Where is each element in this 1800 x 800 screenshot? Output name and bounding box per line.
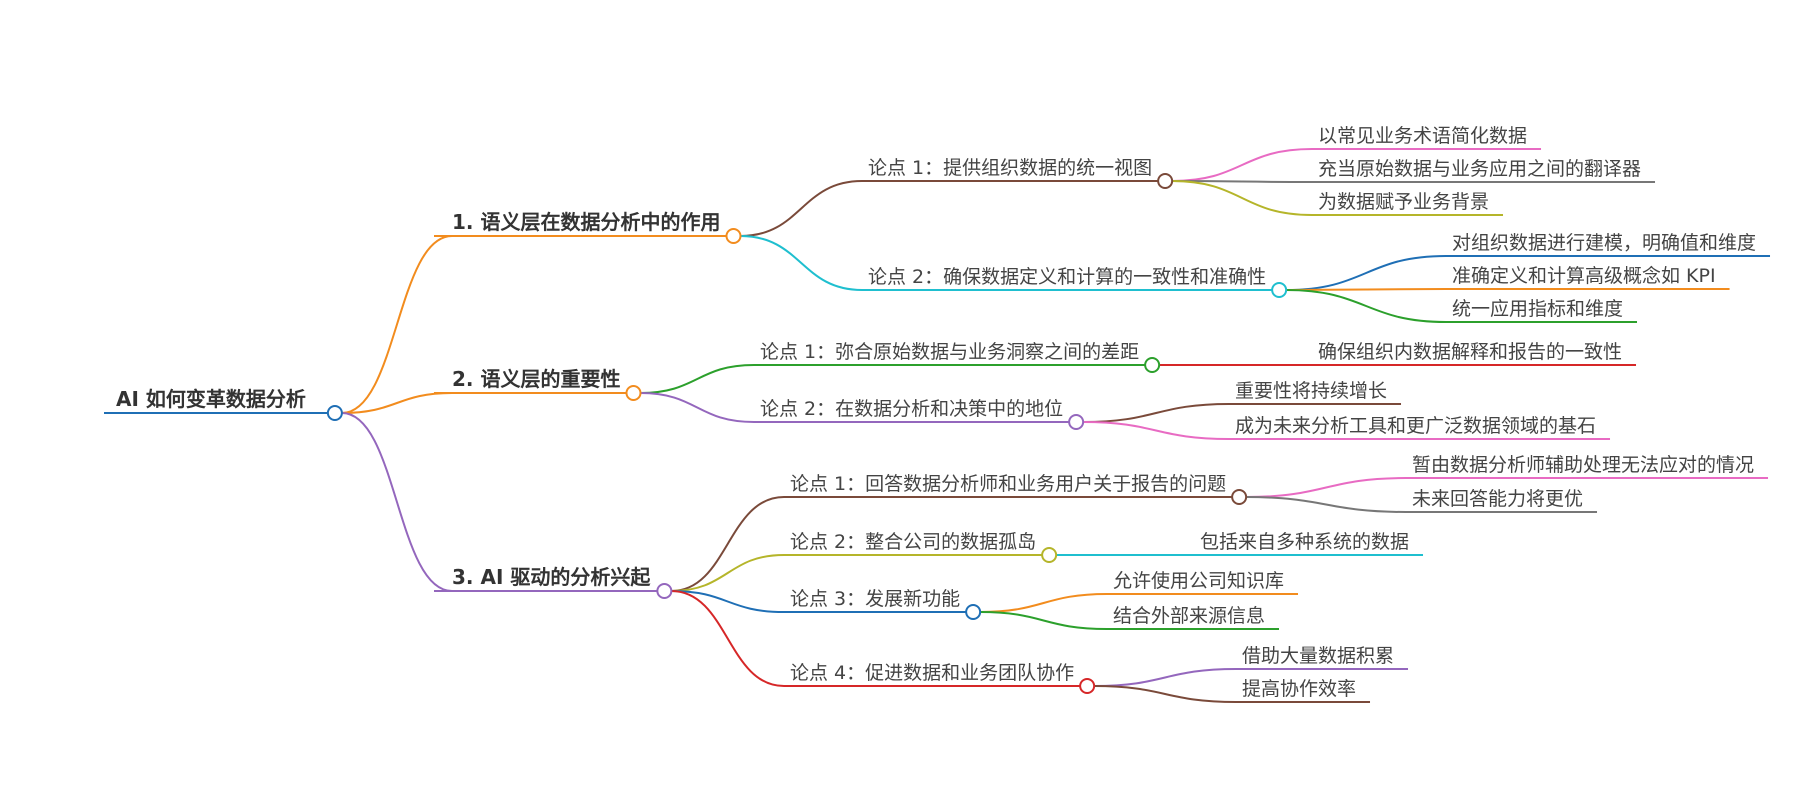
topic-1-label: 1. 语义层在数据分析中的作用 — [452, 210, 720, 234]
detail-3-4-1-label: 借助大量数据积累 — [1242, 645, 1394, 667]
detail-1-2-2-label: 准确定义和计算高级概念如 KPI — [1452, 264, 1716, 287]
branch-line-2-2-1 — [1083, 403, 1230, 423]
branch-line-3-1 — [671, 496, 785, 592]
branch-line-3-4-1 — [1094, 668, 1237, 687]
argument-3-1-collapse-toggle[interactable] — [1231, 489, 1248, 505]
branch-line-2 — [341, 392, 453, 414]
argument-2-1-collapse-toggle[interactable] — [1144, 357, 1161, 373]
argument-3-3-label: 论点 3：发展新功能 — [790, 588, 960, 610]
detail-2-2-1-label: 重要性将持续增长 — [1235, 380, 1387, 402]
detail-1-1-2-label: 充当原始数据与业务应用之间的翻译器 — [1318, 158, 1641, 180]
detail-1-2-3-label: 统一应用指标和维度 — [1452, 298, 1623, 320]
branch-line-1-1-3 — [1172, 180, 1313, 216]
argument-1-2-label: 论点 2：确保数据定义和计算的一致性和准确性 — [868, 266, 1266, 288]
argument-1-2-collapse-toggle[interactable] — [1271, 282, 1288, 298]
branch-line-1-2-1 — [1286, 255, 1447, 291]
branch-line-1-2 — [740, 235, 863, 291]
topic-1-collapse-toggle[interactable] — [725, 228, 742, 244]
root-node-collapse-toggle[interactable] — [326, 405, 343, 421]
branch-line-3-1-1 — [1246, 477, 1407, 498]
argument-2-2-collapse-toggle[interactable] — [1068, 414, 1085, 430]
branch-line-2-2-2 — [1083, 421, 1230, 440]
branch-line-1-1 — [740, 180, 863, 237]
branch-line-1-1-1 — [1172, 148, 1313, 182]
argument-3-1-label: 论点 1：回答数据分析师和业务用户关于报告的问题 — [790, 473, 1226, 495]
detail-3-1-1-label: 暂由数据分析师辅助处理无法应对的情况 — [1412, 454, 1754, 476]
branch-line-2-2 — [640, 392, 755, 423]
branch-line-3-3-1 — [980, 593, 1108, 613]
branch-line-3-2 — [671, 554, 785, 592]
topic-3-label: 3. AI 驱动的分析兴起 — [452, 565, 651, 589]
branch-line-1 — [341, 235, 453, 414]
branch-line-3-3 — [671, 590, 785, 613]
mindmap-nodes: AI 如何变革数据分析 1. 语义层在数据分析中的作用 论点 1：提供组织数据的统一… — [104, 125, 1771, 703]
branch-line-3-3-2 — [980, 611, 1108, 630]
argument-3-4-label: 论点 4：促进数据和业务团队协作 — [790, 662, 1074, 684]
root-node-label: AI 如何变革数据分析 — [116, 387, 306, 411]
detail-1-1-3-label: 为数据赋予业务背景 — [1318, 191, 1489, 213]
argument-3-4-collapse-toggle[interactable] — [1079, 678, 1096, 694]
detail-1-1-1-label: 以常见业务术语简化数据 — [1318, 125, 1527, 147]
detail-3-3-2-label: 结合外部来源信息 — [1113, 605, 1265, 627]
detail-3-3-1-label: 允许使用公司知识库 — [1113, 570, 1284, 592]
argument-3-2-label: 论点 2：整合公司的数据孤岛 — [790, 531, 1036, 553]
detail-3-4-2-label: 提高协作效率 — [1242, 678, 1356, 700]
topic-2-collapse-toggle[interactable] — [625, 385, 642, 401]
detail-3-1-2-label: 未来回答能力将更优 — [1412, 488, 1583, 510]
detail-3-2-1-label: 包括来自多种系统的数据 — [1200, 531, 1409, 553]
branch-line-3 — [341, 412, 453, 592]
branch-line-1-1-2 — [1172, 180, 1313, 183]
argument-3-3-collapse-toggle[interactable] — [965, 604, 982, 620]
branch-line-3-4 — [671, 590, 785, 687]
argument-1-1-label: 论点 1：提供组织数据的统一视图 — [868, 157, 1152, 179]
branch-line-3-1-2 — [1246, 496, 1407, 513]
argument-2-2-label: 论点 2：在数据分析和决策中的地位 — [760, 398, 1063, 420]
argument-3-2-collapse-toggle[interactable] — [1041, 547, 1058, 563]
branch-line-1-2-3 — [1286, 289, 1447, 323]
argument-1-1-collapse-toggle[interactable] — [1157, 173, 1174, 189]
topic-3-collapse-toggle[interactable] — [656, 583, 673, 599]
connector-lines — [341, 148, 1447, 703]
detail-1-2-1-label: 对组织数据进行建模，明确值和维度 — [1452, 232, 1756, 254]
branch-line-1-2-2 — [1286, 288, 1447, 291]
detail-2-2-2-label: 成为未来分析工具和更广泛数据领域的基石 — [1235, 415, 1596, 437]
argument-2-1-label: 论点 1：弥合原始数据与业务洞察之间的差距 — [760, 341, 1139, 363]
branch-line-3-4-2 — [1094, 685, 1237, 703]
topic-2-label: 2. 语义层的重要性 — [452, 367, 620, 391]
detail-2-1-1-label: 确保组织内数据解释和报告的一致性 — [1318, 341, 1622, 363]
branch-line-2-1 — [640, 364, 755, 394]
